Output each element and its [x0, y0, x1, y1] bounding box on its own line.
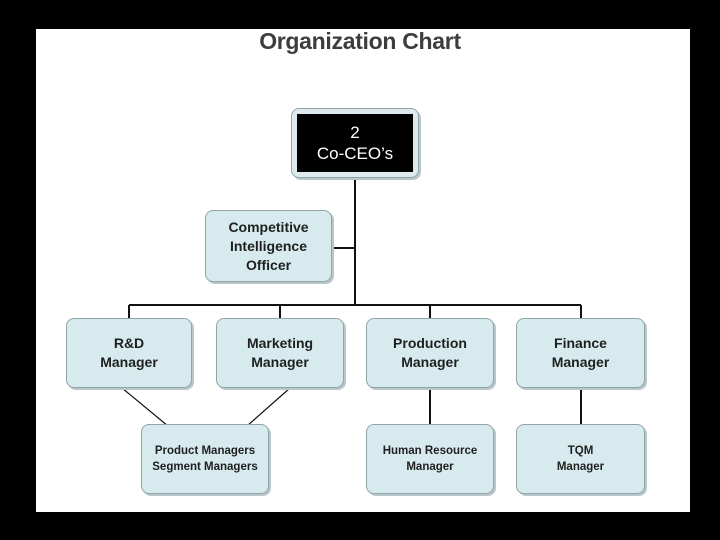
node-tqm-line2: Manager — [556, 461, 605, 473]
node-rnd-line2: Manager — [100, 354, 158, 370]
node-rnd-line1: R&D — [113, 335, 145, 351]
node-finance-manager: Finance Manager — [516, 318, 645, 388]
connector-marketing-product — [246, 387, 291, 427]
node-competitive-intelligence: Competitive Intelligence Officer — [205, 210, 332, 282]
node-production-line2: Manager — [401, 354, 459, 370]
node-rnd-manager: R&D Manager — [66, 318, 192, 388]
node-product-segment-managers: Product Managers Segment Managers — [141, 424, 269, 494]
node-ci-line2: Intelligence Officer — [229, 237, 308, 273]
node-hr-line1: Human Resource — [382, 445, 478, 457]
node-product-line1: Product Managers — [154, 445, 256, 457]
node-production-line1: Production — [393, 335, 467, 351]
node-finance-line1: Finance — [554, 335, 607, 351]
page-title: Organization Chart — [259, 28, 461, 54]
node-marketing-line1: Marketing — [246, 335, 314, 351]
connector-rnd-product — [121, 387, 169, 427]
node-marketing-line2: Manager — [251, 354, 309, 370]
node-tqm-line1: TQM — [567, 445, 594, 457]
node-production-manager: Production Manager — [366, 318, 494, 388]
node-ci-line1: Competitive — [228, 218, 309, 235]
node-co-ceos: 2 Co-CEO’s — [291, 108, 419, 178]
node-human-resource-manager: Human Resource Manager — [366, 424, 494, 494]
node-tqm-manager: TQM Manager — [516, 424, 645, 494]
node-co-ceos-line1: 2 — [350, 123, 360, 142]
node-co-ceos-line2: Co-CEO’s — [316, 144, 394, 163]
node-hr-line2: Manager — [406, 461, 454, 473]
node-product-line2: Segment Managers — [152, 461, 258, 473]
node-finance-line2: Manager — [551, 354, 610, 370]
node-marketing-manager: Marketing Manager — [216, 318, 344, 388]
